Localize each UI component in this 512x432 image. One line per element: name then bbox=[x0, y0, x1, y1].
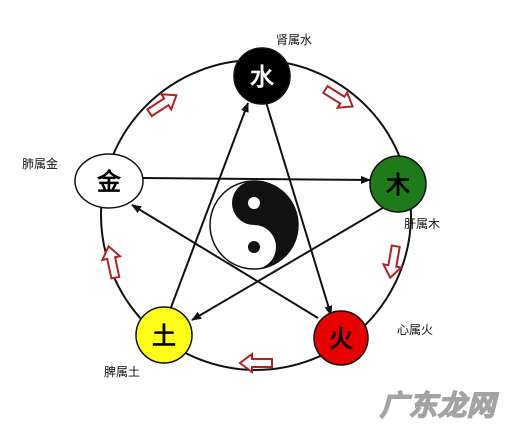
label-kidney-water: 肾属水 bbox=[276, 33, 312, 47]
arrow-water-to-wood bbox=[321, 84, 354, 109]
arrow-earth-to-water bbox=[169, 102, 249, 311]
node-earth: 土 bbox=[135, 306, 193, 364]
site-watermark: 广东龙网 bbox=[379, 388, 496, 422]
label-lung-metal: 肺属金 bbox=[22, 156, 58, 171]
arrow-metal-to-wood bbox=[142, 175, 371, 184]
yin-yang-icon bbox=[209, 180, 299, 270]
node-wood: 木 bbox=[369, 155, 427, 213]
node-water: 水 bbox=[233, 47, 291, 105]
arrow-fire-to-earth bbox=[238, 352, 273, 374]
metal-circle bbox=[74, 153, 144, 209]
metal-char: 金 bbox=[96, 167, 122, 196]
controlling-arrows bbox=[131, 101, 387, 321]
earth-circle bbox=[135, 306, 193, 364]
label-spleen-earth: 脾属土 bbox=[104, 364, 140, 379]
fire-char: 火 bbox=[329, 324, 353, 353]
node-metal: 金 bbox=[74, 153, 144, 209]
water-circle bbox=[233, 47, 291, 105]
arrow-wood-to-fire bbox=[381, 244, 404, 280]
arrow-earth-to-metal bbox=[100, 244, 123, 280]
label-heart-fire: 心属火 bbox=[397, 323, 433, 337]
arrow-metal-to-water bbox=[146, 93, 178, 118]
label-liver-wood: 肝属木 bbox=[404, 217, 440, 231]
arrow-water-to-fire bbox=[265, 101, 333, 316]
node-fire: 火 bbox=[313, 310, 369, 366]
wood-circle bbox=[369, 155, 427, 213]
arrow-wood-to-earth bbox=[191, 205, 387, 321]
arrow-fire-to-metal bbox=[131, 204, 319, 319]
generating-arrows bbox=[100, 84, 404, 374]
water-char: 水 bbox=[250, 62, 275, 91]
fire-circle bbox=[313, 310, 369, 366]
earth-char: 土 bbox=[152, 321, 176, 350]
wood-char: 木 bbox=[385, 170, 411, 199]
